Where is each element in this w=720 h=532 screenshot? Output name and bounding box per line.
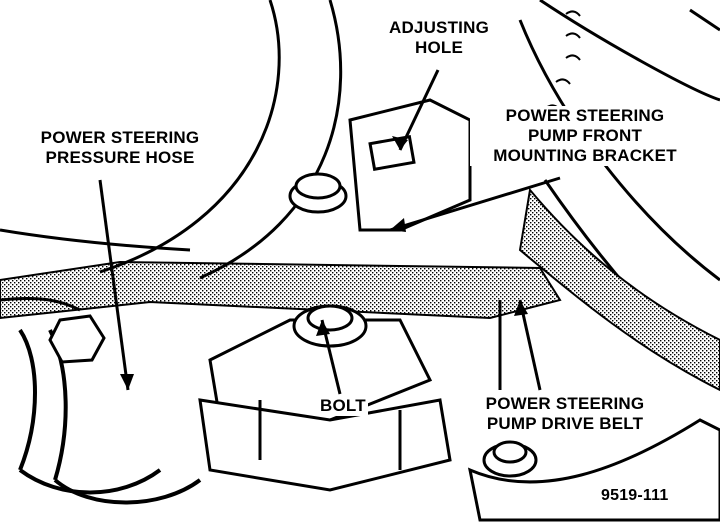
pulley-ribs [545, 10, 581, 111]
label-drive-belt: POWER STEERING PUMP DRIVE BELT [460, 394, 670, 434]
leader-arrowheads [120, 136, 528, 390]
drive-belt [0, 260, 562, 320]
label-front-bracket-line3: MOUNTING BRACKET [493, 146, 677, 165]
lower-bracket-arm [467, 418, 720, 522]
label-adjusting-hole-line1: ADJUSTING [388, 18, 490, 37]
label-adjusting-hole: ADJUSTING HOLE [384, 18, 494, 58]
figure-number: 9519-111 [598, 486, 672, 506]
leader-adjusting-hole [398, 69, 440, 151]
pressure-hose [18, 328, 202, 505]
label-front-mounting-bracket: POWER STEERING PUMP FRONT MOUNTING BRACK… [470, 106, 700, 166]
label-drive-belt-line1: POWER STEERING [485, 394, 645, 413]
lower-bolt [482, 440, 538, 478]
mounting-bracket [348, 98, 472, 232]
leader-drive-belt [518, 299, 542, 391]
label-drive-belt-line2: PUMP DRIVE BELT [486, 414, 644, 433]
label-pressure-hose: POWER STEERING PRESSURE HOSE [20, 128, 220, 168]
pulley-belt-band [518, 187, 720, 392]
hose-fitting-nut [48, 314, 106, 364]
label-front-bracket-line1: POWER STEERING [505, 106, 665, 125]
leader-pressure-hose [98, 179, 130, 391]
upper-bolt-head [288, 172, 348, 214]
leader-front-bracket [389, 176, 561, 232]
label-pressure-hose-line1: POWER STEERING [40, 128, 200, 147]
pump-body [198, 318, 452, 492]
label-adjusting-hole-line2: HOLE [414, 38, 464, 57]
pump-bolt [292, 304, 368, 348]
label-bolt: BOLT [318, 396, 368, 416]
label-pressure-hose-line2: PRESSURE HOSE [45, 148, 195, 167]
engine-outline [0, 0, 343, 312]
label-front-bracket-line2: PUMP FRONT [527, 126, 643, 145]
